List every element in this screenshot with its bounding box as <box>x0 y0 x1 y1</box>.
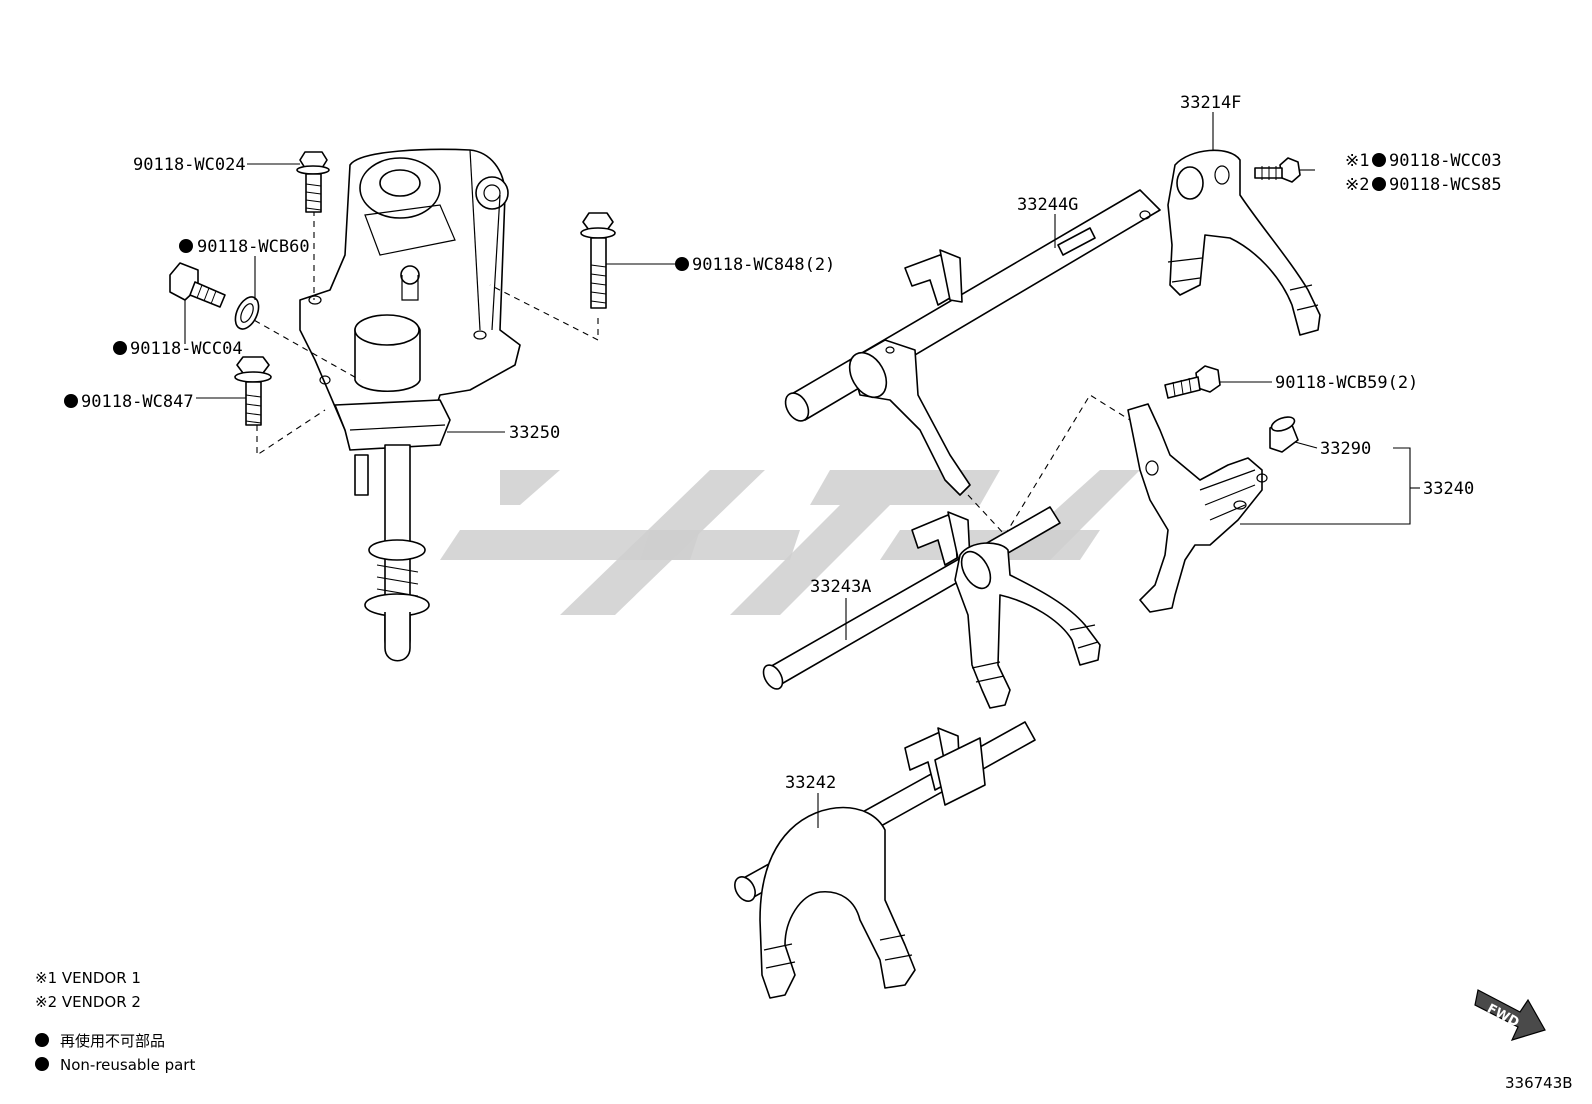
callout-90118-wc848[interactable]: 90118-WC848(2) <box>692 255 835 275</box>
legend-vendor-2: ※2 VENDOR 2 <box>35 993 141 1011</box>
assembly-guide-line <box>967 494 1006 536</box>
callout-90118-wc847[interactable]: 90118-WC847 <box>81 392 194 412</box>
logo-watermark <box>440 470 1140 615</box>
callout-33244g[interactable]: 33244G <box>1017 195 1078 215</box>
callout-33290[interactable]: 33290 <box>1320 439 1371 459</box>
shift-lever-housing-33250 <box>299 148 521 662</box>
vendor-mark-2: ※2 <box>1345 175 1369 195</box>
callout-90118-wcc04[interactable]: 90118-WCC04 <box>130 339 243 359</box>
leader-lines <box>184 112 1420 828</box>
vendor-mark-1: ※1 <box>1345 151 1369 171</box>
callout-33250[interactable]: 33250 <box>509 423 560 443</box>
filled-circle-icon <box>64 153 1386 408</box>
callout-33242[interactable]: 33242 <box>785 773 836 793</box>
bolt-90118-wcb59 <box>1164 365 1221 399</box>
washer-90118-wcb60 <box>234 296 260 330</box>
shift-shaft-33244g <box>784 189 1161 496</box>
bolt-90118-wc024 <box>296 151 330 213</box>
bolt-90118-wcc04 <box>169 262 226 308</box>
legend: ※1 VENDOR 1 ※2 VENDOR 2 再使用不可部品 Non-reus… <box>35 969 195 1074</box>
callout-33243a[interactable]: 33243A <box>810 577 871 597</box>
assembly-guide-line <box>244 314 361 381</box>
callout-90118-wcb59[interactable]: 90118-WCB59(2) <box>1275 373 1418 393</box>
pin-33290 <box>1269 416 1299 453</box>
shift-shaft-33243a <box>762 506 1101 709</box>
bolt-90118-wc848 <box>580 212 616 309</box>
callout-33214f[interactable]: 33214F <box>1180 93 1241 113</box>
legend-vendor-1: ※1 VENDOR 1 <box>35 969 141 987</box>
callout-33240[interactable]: 33240 <box>1423 479 1474 499</box>
callout-90118-wcc03[interactable]: 90118-WCC03 <box>1389 151 1502 171</box>
diagram-id: 336743B <box>1505 1074 1573 1092</box>
filled-circle-icon <box>35 1033 49 1047</box>
fwd-arrow-icon: FWD <box>1474 989 1546 1041</box>
legend-nonreusable-en: Non-reusable part <box>60 1056 195 1074</box>
callout-90118-wcs85[interactable]: 90118-WCS85 <box>1389 175 1502 195</box>
bolt-90118-wc847 <box>234 356 272 426</box>
callout-90118-wcb60[interactable]: 90118-WCB60 <box>197 237 310 257</box>
bolt-90118-wcc03 <box>1254 157 1301 183</box>
shift-fork-assembly-33240 <box>1127 403 1268 613</box>
assembly-guide-line <box>256 409 326 457</box>
legend-nonreusable-jp: 再使用不可部品 <box>60 1032 165 1050</box>
shift-fork-33214f <box>1167 149 1321 336</box>
assembly-guide-line <box>489 284 599 341</box>
filled-circle-icon <box>35 1057 49 1071</box>
callout-90118-wc024[interactable]: 90118-WC024 <box>133 155 246 175</box>
shift-shaft-33242 <box>734 721 1036 999</box>
